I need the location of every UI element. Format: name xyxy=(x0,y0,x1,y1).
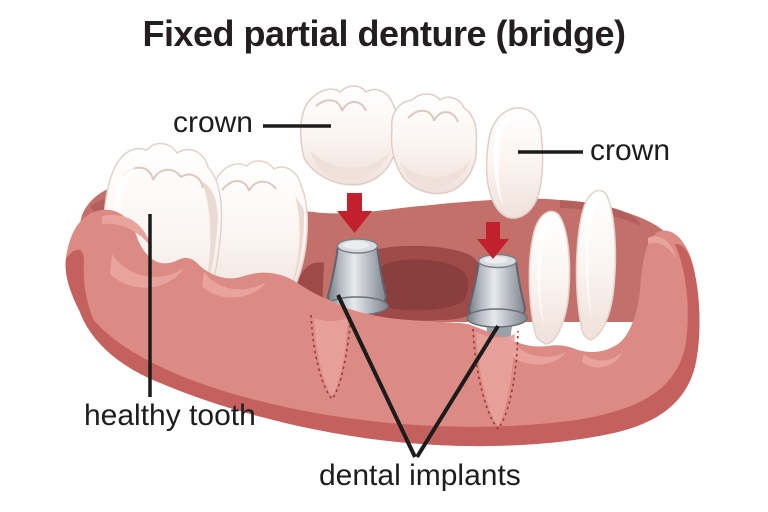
label-lines xyxy=(148,124,583,459)
label-crown-left: crown xyxy=(172,106,253,139)
down-arrows xyxy=(337,193,509,259)
bridge-crowns xyxy=(299,85,544,219)
gum-front xyxy=(65,209,700,447)
down-arrow-icon xyxy=(477,222,509,259)
front-teeth xyxy=(528,189,617,345)
label-crown-right: crown xyxy=(590,134,671,167)
label-dental-implants: dental implants xyxy=(319,459,521,492)
dental-implants-line-right xyxy=(415,324,500,459)
dental-implants-line-left xyxy=(336,294,417,458)
label-healthy-tooth: healthy tooth xyxy=(84,399,256,432)
page-title: Fixed partial denture (bridge) xyxy=(142,13,626,54)
bridge-crown-left xyxy=(299,85,399,186)
bridge-crown-middle xyxy=(390,93,478,195)
down-arrow-icon xyxy=(337,193,372,233)
implant-abutment-right xyxy=(466,253,528,348)
